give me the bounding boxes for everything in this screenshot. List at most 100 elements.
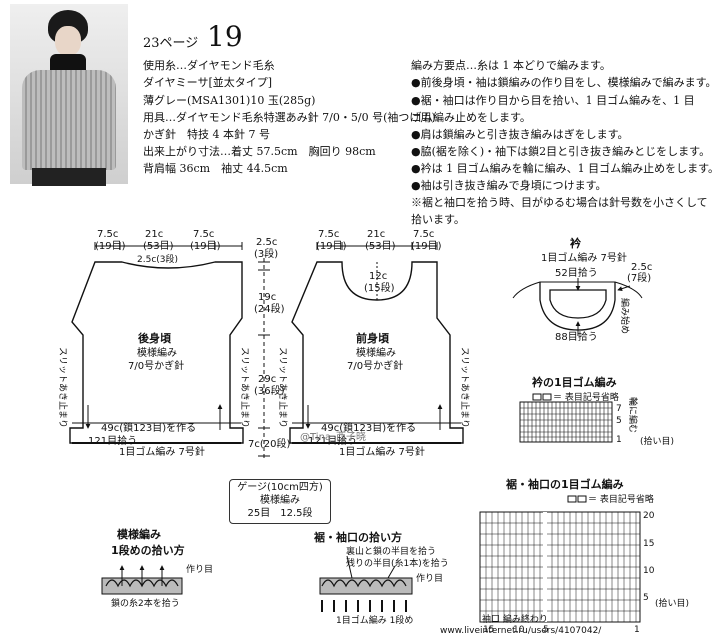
- front-neck-rows: (15段): [364, 281, 395, 294]
- key-point: ●袖は引き抜き編みで身頃につけます。: [411, 179, 607, 192]
- front-neck-width: 21c: [367, 229, 385, 240]
- back-body-diagram: [69, 242, 244, 444]
- front-stitch: 模様編み: [356, 346, 396, 359]
- collar-height: 2.5c: [631, 262, 652, 273]
- collar-rib-pickup: (拾い目): [640, 435, 674, 447]
- collar-rib-row: 5: [616, 416, 622, 426]
- front-neck-depth: 12c: [369, 271, 387, 282]
- front-pickup: 121目拾う: [308, 434, 357, 447]
- hem-pickup-line1: 裏山と鎖の半目を拾う: [346, 545, 436, 557]
- key-point: 編み方要点…糸は 1 本どりで編みます。: [411, 59, 611, 72]
- page-reference: 23ページ: [143, 36, 199, 51]
- gauge-title: ゲージ(10cm四方): [237, 482, 323, 493]
- materials-line: 出来上がり寸法…着丈 57.5cm 胸回り 98cm: [143, 145, 376, 158]
- collar-rib-row: 1: [616, 435, 622, 445]
- back-neck-depth: 2.5c(3段): [137, 253, 178, 265]
- watermark-url: www.liveinternet.ru/users/4107042/: [440, 626, 602, 636]
- pattern-stitch-title: 模様編み: [117, 527, 161, 541]
- shoulder-drop-rows: (3段): [254, 247, 278, 260]
- side-rows: (36段): [254, 384, 285, 397]
- back-pickup: 121目拾う: [88, 434, 137, 447]
- armhole-height: 19c: [258, 292, 276, 303]
- length-dimensions: [258, 258, 270, 460]
- hem-pickup-illustration: [319, 555, 413, 612]
- side-height: 29c: [258, 374, 276, 385]
- hem-rib-row: 5: [643, 593, 649, 603]
- pattern-number: 19: [207, 20, 243, 53]
- collar-height-rows: (7段): [627, 271, 651, 284]
- collar-rib-title: 衿の1目ゴム編み: [532, 375, 617, 389]
- key-point: ●肩は鎖編みと引き抜き編みはぎをします。: [411, 128, 629, 141]
- back-shoulder-left-width: 7.5c: [97, 229, 118, 240]
- collar-diagram: [512, 278, 643, 336]
- front-bottom-chain: 49c(鎖123目)を作る: [321, 421, 416, 434]
- hem-rib-title: 裾・袖口の1目ゴム編み: [506, 477, 624, 491]
- hem-rib-chart: [479, 495, 641, 623]
- front-shoulder-right-width: 7.5c: [413, 229, 434, 240]
- pattern-stitch-note: 鎖の糸2本を拾う: [111, 597, 180, 609]
- pattern-stitch-illustration: [101, 565, 183, 595]
- collar-rib-round: 輪に編む: [627, 397, 639, 433]
- hem-rib-col: 10: [513, 625, 525, 635]
- back-shoulder-left-sts: (19目): [95, 241, 126, 252]
- collar-pick-top: 52目拾う: [555, 266, 598, 279]
- front-title: 前身頃: [356, 331, 390, 345]
- back-stitch: 模様編み: [137, 346, 177, 359]
- materials-line: 背肩幅 36cm 袖丈 44.5cm: [143, 162, 288, 175]
- back-neck-sts: (53目): [143, 241, 174, 252]
- front-slit-left: スリットあき止まり: [277, 347, 289, 428]
- hem-rib-col: 15: [483, 625, 494, 635]
- key-point: ※裾と袖口を拾う時、目がゆるむ場合は針号数を小さくして: [411, 196, 708, 209]
- key-point: ●脇(裾を除く)・袖下は鎖2目と引き抜き編みとじをします。: [411, 145, 711, 158]
- pattern-stitch-start: 作り目: [186, 563, 213, 575]
- back-title: 後身頃: [138, 331, 172, 345]
- front-shoulder-left-sts: (19目): [316, 241, 347, 252]
- gauge-box: ゲージ(10cm四方) 模様編み 25目 12.5段: [229, 479, 331, 524]
- materials-line: 薄グレー(MSA1301)10 玉(285g): [143, 94, 316, 107]
- front-body-diagram: [289, 242, 464, 444]
- back-shoulder-right-width: 7.5c: [193, 229, 214, 240]
- collar-rib: 1目ゴム編み 7号針: [541, 251, 627, 264]
- materials-line: ダイヤミーサ[並太タイプ]: [143, 76, 273, 89]
- hem-pickup-title: 裾・袖口の拾い方: [314, 530, 402, 544]
- key-point: ゴム編み止めをします。: [411, 111, 531, 124]
- collar-pick-bottom: 88目拾う: [555, 330, 598, 343]
- collar-title: 衿: [570, 236, 581, 250]
- back-bottom-chain: 49c(鎖123目)を作る: [101, 421, 196, 434]
- hem-rib-row: 15: [643, 539, 654, 549]
- hem-rib-row: 10: [643, 566, 655, 576]
- hem-rib-legend: ＝ 表目記号省略: [588, 493, 654, 505]
- key-point: ●裾・袖口は作り目から目を拾い、1 目ゴム編みを、1 目: [411, 94, 695, 107]
- armhole-rows: (24段): [254, 302, 285, 315]
- front-needle: 7/0号かぎ針: [347, 359, 403, 372]
- front-shoulder-right-sts: (19目): [411, 241, 442, 252]
- key-point: ●前後身頃・袖は鎖編みの作り目をし、模様編みで編みます。: [411, 76, 717, 89]
- back-rib: 1目ゴム編み 7号針: [119, 445, 205, 458]
- materials-line: 用具…ダイヤモンド毛糸特選あみ針 7/0・5/0 号(袖つけ用): [143, 111, 436, 124]
- hem-rib-col: 5: [543, 625, 549, 635]
- front-neck-sts: (53目): [365, 241, 396, 252]
- collar-rib-row: 7: [616, 404, 622, 414]
- hem-rib-col: 1: [634, 625, 640, 635]
- front-rib: 1目ゴム編み 7号針: [339, 445, 425, 458]
- front-slit-right: スリットあき止まり: [459, 347, 471, 428]
- schematic-diagrams: 7.5c (19目) 21c (53目) 7.5c (19目) 2.5c(3段)…: [57, 229, 689, 636]
- key-point: 拾います。: [411, 213, 465, 226]
- watermark-center: @Tina_西子晓: [300, 431, 366, 443]
- hem-pickup-start: 作り目: [416, 572, 443, 584]
- hem-pickup-line2: 残りの半目(糸1本)を拾う: [346, 557, 449, 569]
- hem-rib-pickup: (拾い目): [655, 597, 689, 609]
- collar-rib-chart: [519, 393, 613, 443]
- model-photo: [10, 4, 128, 186]
- materials-line: 使用糸…ダイヤモンド毛糸: [143, 59, 275, 72]
- back-shoulder-right-sts: (19目): [190, 241, 221, 252]
- back-needle: 7/0号かぎ針: [128, 359, 184, 372]
- back-slit-right: スリットあき止まり: [239, 347, 251, 428]
- hem-pickup-rib: 1目ゴム編み 1段め: [336, 614, 413, 626]
- back-neck-width: 21c: [145, 229, 163, 240]
- hem-height: 7c(20段): [248, 437, 290, 450]
- collar-rib-legend: ＝ 表目記号省略: [553, 391, 619, 403]
- collar-start: 編み始め: [619, 298, 631, 334]
- key-point: ●衿は 1 目ゴム編みを輪に編み、1 目ゴム編み止めをします。: [411, 162, 719, 175]
- hem-rib-row: 20: [643, 511, 655, 521]
